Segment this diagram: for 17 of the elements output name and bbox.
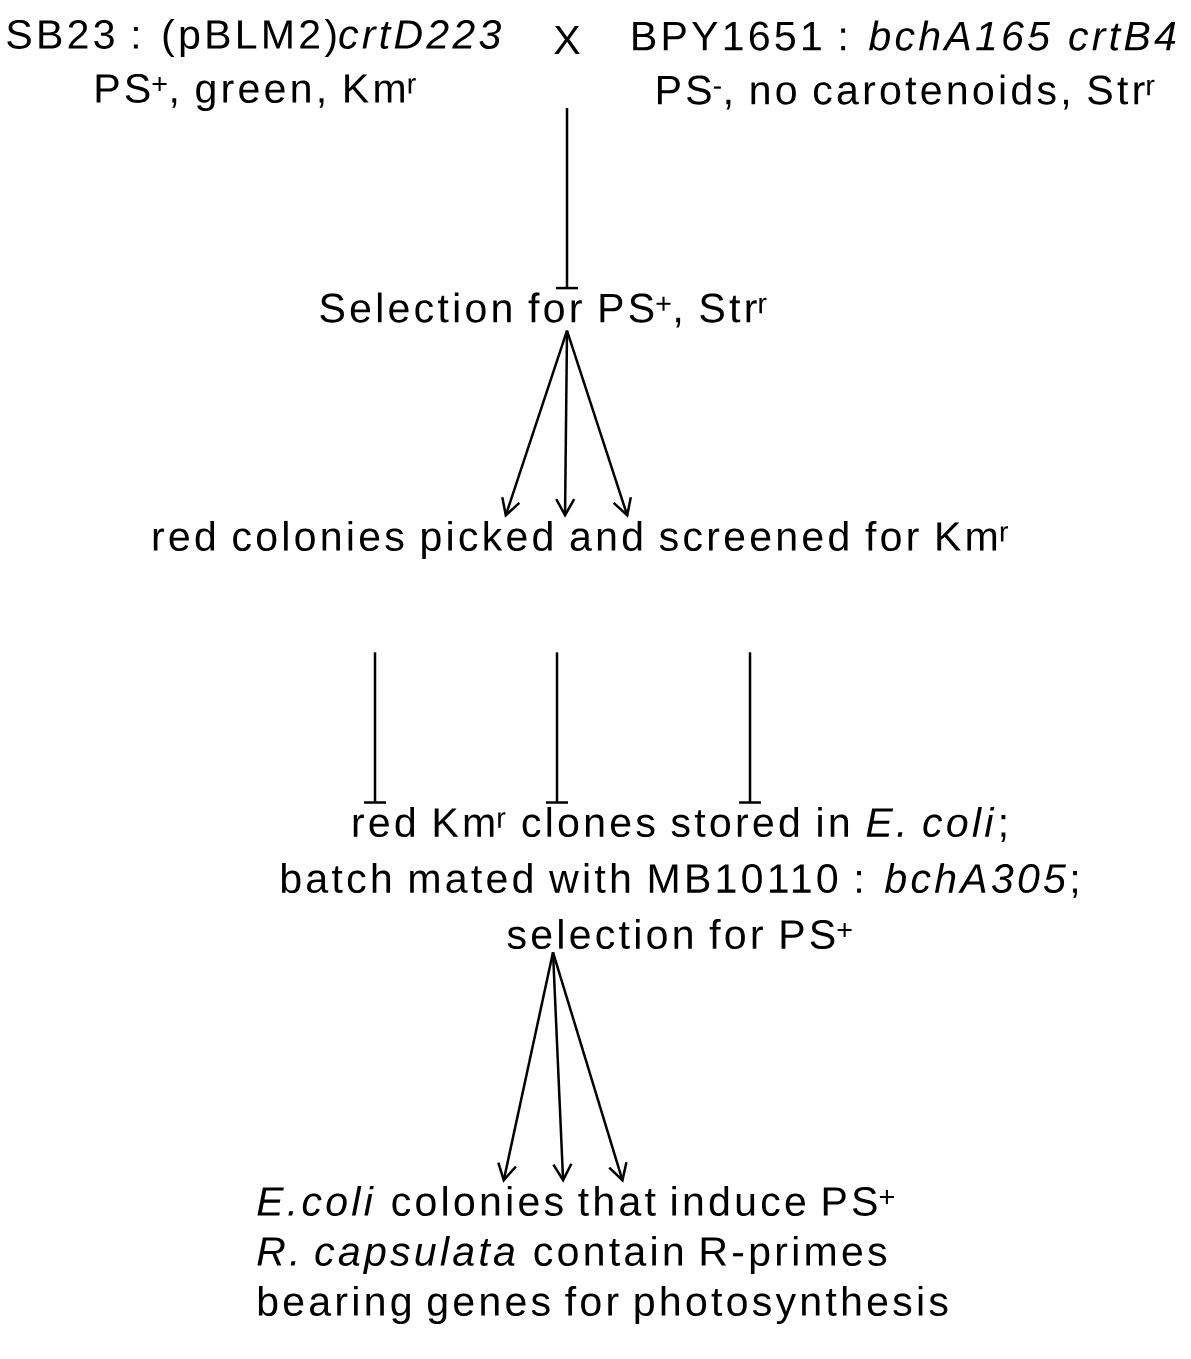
arrow	[497, 952, 555, 1183]
step-text: Selection for PS$^{+}$, Str$^{r}$	[320, 292, 767, 328]
step-text: red Km$^{r}$ clones stored in E. coli; batch mated with MB10110 : bchA305; selection for PS$^{+}$	[281, 806, 1077, 950]
arrow	[551, 952, 573, 1183]
connector-line	[739, 652, 761, 804]
cross-label: X	[554, 25, 580, 55]
connector-line	[364, 652, 386, 804]
connector-line	[546, 652, 568, 804]
connector-line	[556, 108, 578, 290]
arrow	[501, 330, 569, 518]
arrow	[555, 330, 576, 518]
step-text: E.coli colonies that induce PS$^{+}$ R. capsulata contain R-primes bearing genes for photosynthesis	[257, 1185, 948, 1325]
step-text: BPY1651 : bchA165 crtB4 PS$^{-}$, no carotenoids, Str$^{r}$	[633, 20, 1176, 110]
arrow	[565, 330, 633, 518]
step-text: red colonies picked and screened for Km$^{r}$	[153, 520, 1008, 560]
step-text: SB23 : (pBLM2)crtD223 PS$^{+}$, green, Km$^{r}$	[7, 18, 501, 112]
arrow	[551, 951, 628, 1183]
